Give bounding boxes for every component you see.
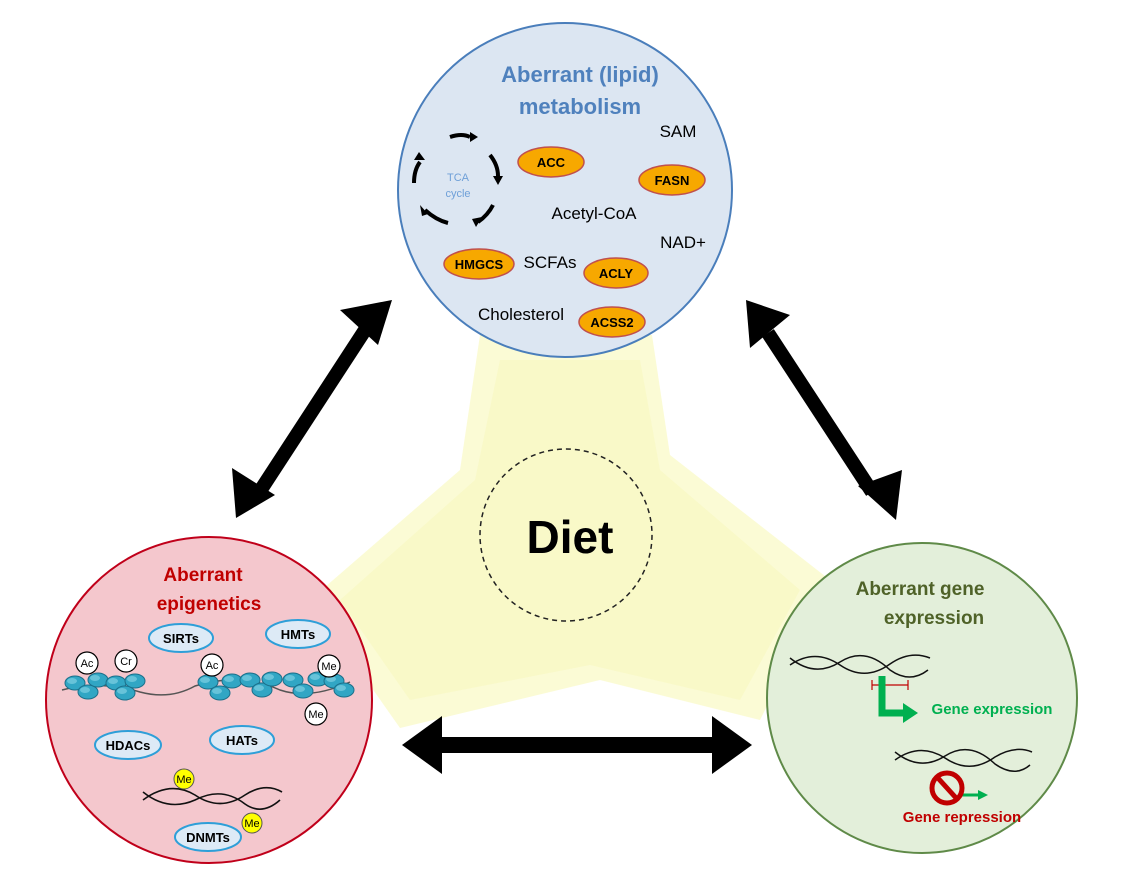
mark-cr: Cr: [114, 649, 138, 673]
metabolite-nad: NAD+: [660, 233, 706, 252]
dna-strand-repression: [894, 748, 1033, 772]
epigenetics-circle: Aberrant epigenetics SIRTs HMTs HDACs HA…: [45, 536, 373, 864]
mark-me-dna-1: Me: [173, 768, 195, 790]
svg-text:FASN: FASN: [655, 173, 690, 188]
dna-methylation-icon: [142, 786, 283, 810]
enzyme-dnmts: DNMTs: [174, 822, 242, 852]
enzyme-acly: ACLY: [583, 257, 649, 289]
svg-text:ACC: ACC: [537, 155, 566, 170]
gene-repression-label: Gene repression: [903, 809, 1021, 826]
svg-text:HMTs: HMTs: [281, 627, 315, 642]
svg-text:Me: Me: [244, 818, 259, 830]
arrow-metabolism-epigenetics: [232, 300, 392, 518]
enzyme-acss2: ACSS2: [578, 306, 646, 338]
expression-arrow-icon: [878, 676, 918, 723]
svg-text:HATs: HATs: [226, 733, 258, 748]
gene-title-line2: expression: [884, 608, 984, 629]
mark-ac-1: Ac: [75, 651, 99, 675]
metabolism-title-line1: Aberrant (lipid): [501, 62, 659, 87]
enzyme-hmgcs: HMGCS: [443, 248, 515, 280]
arrow-metabolism-gene: [746, 300, 902, 520]
mark-me-dna-2: Me: [241, 812, 263, 834]
svg-text:Cr: Cr: [120, 656, 132, 668]
svg-text:HMGCS: HMGCS: [455, 257, 504, 272]
repression-arrow-icon: [960, 790, 988, 800]
prohibited-icon: [929, 770, 965, 806]
dna-strand-expression: [789, 654, 931, 678]
mark-me-2: Me: [304, 702, 328, 726]
svg-text:DNMTs: DNMTs: [186, 830, 230, 845]
metabolite-cholesterol: Cholesterol: [478, 305, 564, 324]
svg-text:Me: Me: [176, 774, 191, 786]
diet-circle: [479, 448, 653, 622]
svg-text:HDACs: HDACs: [106, 738, 151, 753]
enzyme-sirts: SIRTs: [148, 623, 214, 653]
svg-text:Me: Me: [308, 709, 323, 721]
arrow-epigenetics-gene: [402, 716, 752, 774]
enzyme-acc: ACC: [517, 146, 585, 178]
svg-text:SIRTs: SIRTs: [163, 631, 199, 646]
svg-text:ACSS2: ACSS2: [590, 315, 633, 330]
central-star-inner: [340, 360, 800, 700]
mark-ac-2: Ac: [200, 653, 224, 677]
svg-text:Ac: Ac: [206, 660, 219, 672]
svg-text:Ac: Ac: [81, 658, 94, 670]
metabolite-scfas: SCFAs: [524, 253, 577, 272]
enzyme-fasn: FASN: [638, 164, 706, 196]
enzyme-hmts: HMTs: [265, 619, 331, 649]
gene-expression-label: Gene expression: [932, 701, 1053, 718]
epigenetics-title-line1: Aberrant: [163, 565, 243, 586]
mark-me-1: Me: [317, 654, 341, 678]
svg-text:Me: Me: [321, 661, 336, 673]
tca-label-line2: cycle: [445, 188, 470, 200]
chromatin-icon: [61, 671, 355, 701]
metabolism-title-line2: metabolism: [519, 94, 641, 119]
epigenetics-title-line2: epigenetics: [157, 594, 262, 615]
tca-cycle-icon: [412, 133, 500, 225]
diet-label: Diet: [527, 511, 614, 563]
promoter-bracket: [871, 680, 909, 690]
metabolism-circle: Aberrant (lipid) metabolism TCA cycle AC…: [397, 22, 733, 358]
enzyme-hdacs: HDACs: [94, 730, 162, 760]
tca-label-line1: TCA: [447, 172, 470, 184]
metabolite-sam: SAM: [660, 122, 697, 141]
enzyme-hats: HATs: [209, 725, 275, 755]
gene-expression-circle: Aberrant gene expression Gene expression: [766, 542, 1078, 854]
metabolite-acetyl-coa: Acetyl-CoA: [551, 204, 637, 223]
svg-text:ACLY: ACLY: [599, 266, 634, 281]
gene-title-line1: Aberrant gene: [856, 579, 985, 600]
